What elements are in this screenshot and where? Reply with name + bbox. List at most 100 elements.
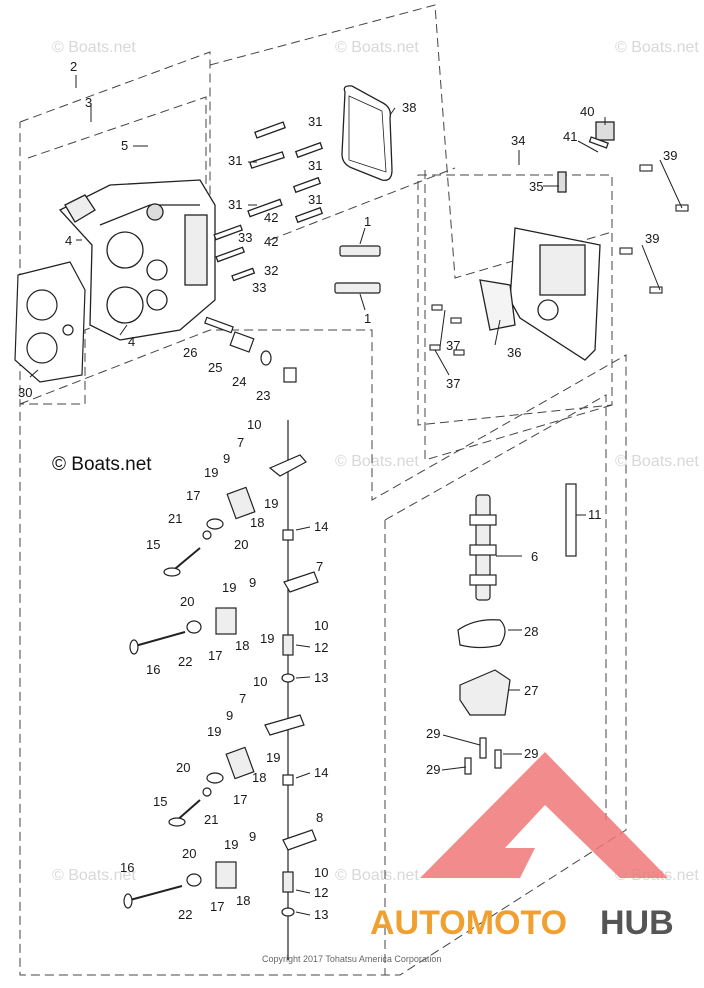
dashed-group-outlines (19, 4, 627, 976)
callout-18: 18 (250, 515, 264, 530)
callout-25: 25 (208, 360, 222, 375)
callout-2: 2 (70, 59, 77, 74)
callout-9: 9 (223, 451, 230, 466)
callout-36: 36 (507, 345, 521, 360)
watermark-text: © Boats.net (615, 39, 699, 56)
cover-gasket (341, 85, 393, 181)
callout-17: 17 (186, 488, 200, 503)
callout-17: 17 (210, 899, 224, 914)
callout-11: 11 (588, 507, 602, 522)
callout-18: 18 (252, 770, 266, 785)
callout-24: 24 (232, 374, 246, 389)
callout-19: 19 (204, 465, 218, 480)
callout-34: 34 (511, 133, 525, 148)
callout-19: 19 (266, 750, 280, 765)
callout-37: 37 (446, 376, 460, 391)
callout-1: 1 (364, 311, 371, 326)
cylinder-head (58, 179, 216, 341)
callout-1: 1 (364, 214, 371, 229)
callout-31: 31 (228, 153, 242, 168)
callout-21: 21 (168, 511, 182, 526)
head-bolts (213, 121, 324, 282)
callout-18: 18 (236, 893, 250, 908)
camshaft-cover (479, 121, 615, 361)
copyright-text: Copyright 2017 Tohatsu America Corporati… (262, 954, 441, 964)
callout-7: 7 (316, 559, 323, 574)
callout-18: 18 (235, 638, 249, 653)
callout-7: 7 (239, 691, 246, 706)
callout-17: 17 (208, 648, 222, 663)
callout-labels: 2 3 5 4 4 30 31 31 31 31 31 42 42 33 32 … (18, 59, 677, 922)
automotohub-logo: AUTOMOTO HUB (370, 752, 674, 942)
callout-4: 4 (65, 233, 72, 248)
callout-10: 10 (247, 417, 261, 432)
callout-42: 42 (264, 210, 278, 225)
callout-9: 9 (249, 575, 256, 590)
callout-31: 31 (308, 158, 322, 173)
callout-13: 13 (314, 670, 328, 685)
callout-3: 3 (85, 95, 92, 110)
watermark-text: © Boats.net (615, 453, 699, 470)
callout-20: 20 (182, 846, 196, 861)
callout-14: 14 (314, 765, 328, 780)
callout-7: 7 (237, 435, 244, 450)
callout-8: 8 (316, 810, 323, 825)
callout-22: 22 (178, 907, 192, 922)
watermark-text: © Boats.net (335, 39, 419, 56)
callout-39: 39 (645, 231, 659, 246)
callout-10: 10 (253, 674, 267, 689)
callout-20: 20 (234, 537, 248, 552)
watermark-text: © Boats.net (52, 39, 136, 56)
callout-37: 37 (446, 338, 460, 353)
callout-35: 35 (529, 179, 543, 194)
callout-20: 20 (180, 594, 194, 609)
callout-40: 40 (580, 104, 594, 119)
callout-15: 15 (153, 794, 167, 809)
callout-30: 30 (18, 385, 32, 400)
watermark-text: © Boats.net (335, 453, 419, 470)
callout-19: 19 (207, 724, 221, 739)
callout-29: 29 (426, 762, 440, 777)
callout-14: 14 (314, 519, 328, 534)
callout-4: 4 (128, 334, 135, 349)
callout-23: 23 (256, 388, 270, 403)
callout-6: 6 (531, 549, 538, 564)
callout-19: 19 (260, 631, 274, 646)
callout-26: 26 (183, 345, 197, 360)
callout-13: 13 (314, 907, 328, 922)
callout-41: 41 (563, 129, 577, 144)
callout-31: 31 (228, 197, 242, 212)
logo-text-hub: HUB (600, 904, 674, 942)
callout-28: 28 (524, 624, 538, 639)
callout-39: 39 (663, 148, 677, 163)
callout-20: 20 (176, 760, 190, 775)
camshaft-and-pump (457, 483, 577, 775)
callout-15: 15 (146, 537, 160, 552)
callout-12: 12 (314, 640, 328, 655)
callout-12: 12 (314, 885, 328, 900)
callout-33: 33 (252, 280, 266, 295)
leader-lines (29, 75, 683, 916)
callout-42: 42 (264, 234, 278, 249)
callout-17: 17 (233, 792, 247, 807)
callout-31: 31 (308, 192, 322, 207)
callout-21: 21 (204, 812, 218, 827)
callout-31: 31 (308, 114, 322, 129)
callout-19: 19 (264, 496, 278, 511)
watermark-group: © Boats.net © Boats.net © Boats.net © Bo… (52, 39, 699, 884)
callout-16: 16 (120, 860, 134, 875)
callout-29: 29 (524, 746, 538, 761)
callout-38: 38 (402, 100, 416, 115)
callout-9: 9 (249, 829, 256, 844)
callout-27: 27 (524, 683, 538, 698)
head-gasket (14, 261, 86, 383)
callout-33: 33 (238, 230, 252, 245)
watermark-text: © Boats.net (52, 867, 136, 884)
logo-text-automoto: AUTOMOTO (370, 904, 567, 942)
valve-train (123, 420, 319, 960)
callout-5: 5 (121, 138, 128, 153)
watermark-text: © Boats.net (335, 867, 419, 884)
callout-22: 22 (178, 654, 192, 669)
